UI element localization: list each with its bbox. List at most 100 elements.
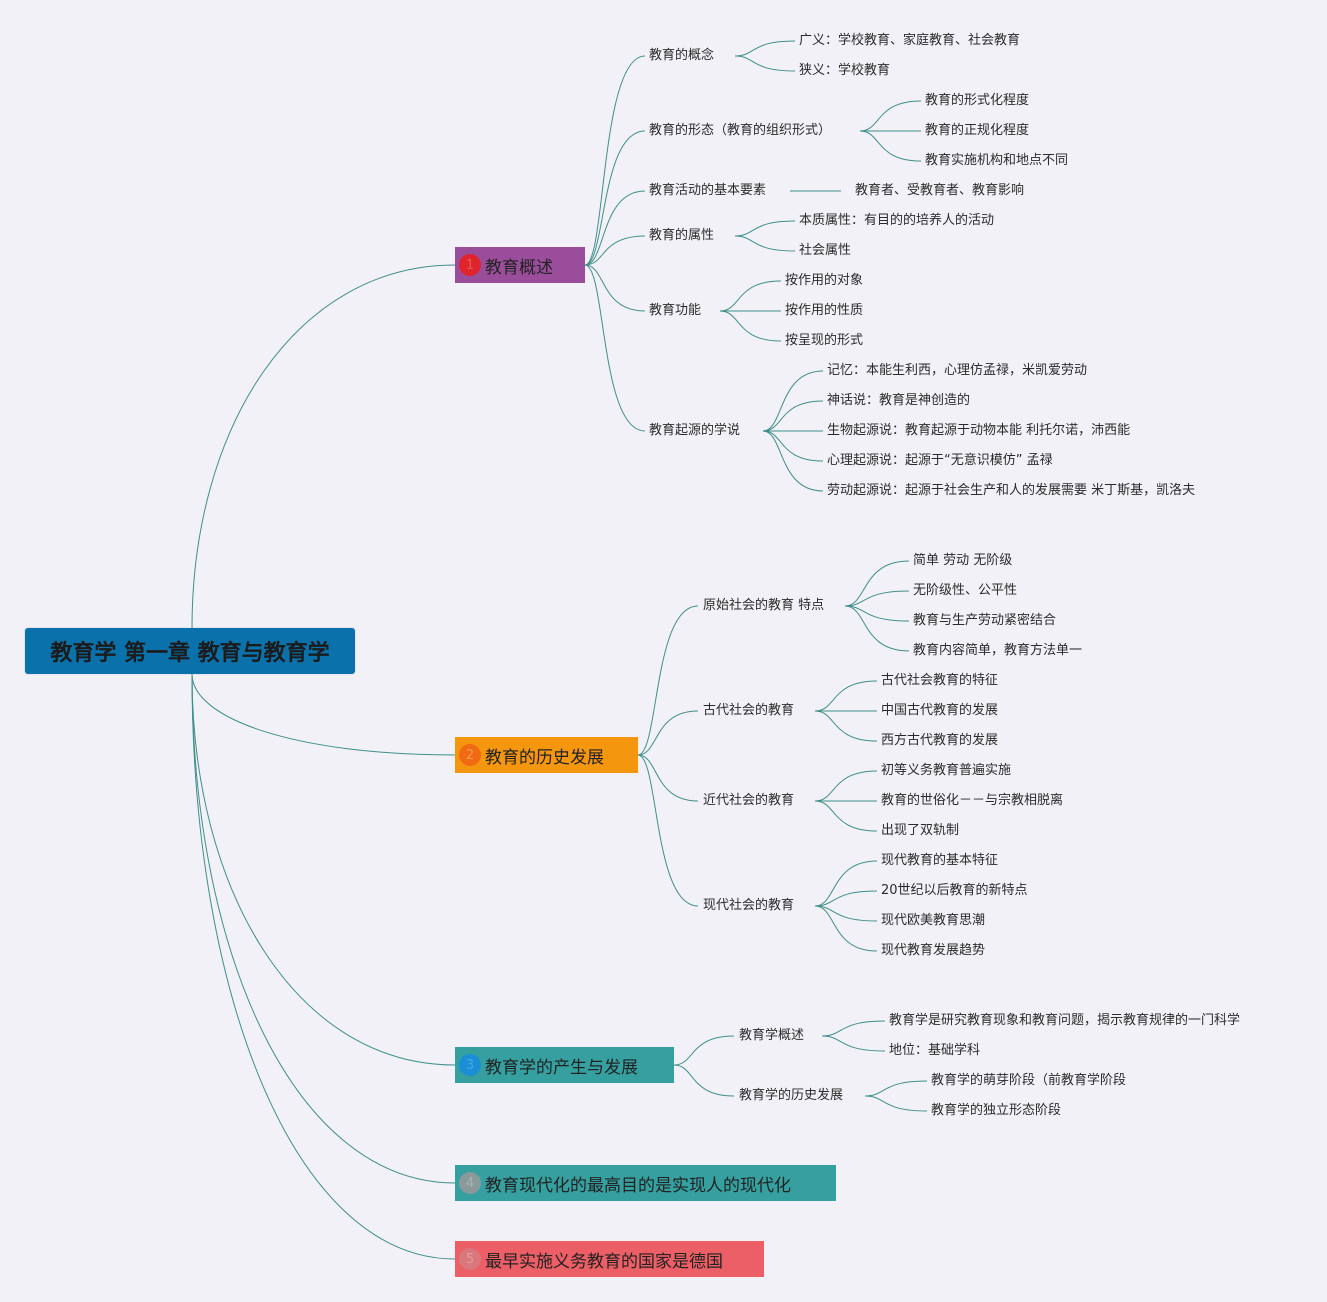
connector-line (673, 1064, 735, 1097)
connector-line (734, 235, 796, 252)
branch-topic-4[interactable]: 4 教育现代化的最高目的是实现人的现代化 (455, 1165, 836, 1201)
connector-line (584, 55, 646, 266)
connector-line (191, 264, 456, 629)
leaf-topic[interactable]: 教育实施机构和地点不同 (925, 153, 1069, 168)
leaf-topic[interactable]: 20世纪以后教育的新特点 (881, 883, 1028, 898)
connector-line (864, 1095, 928, 1112)
leaf-topic[interactable]: 教育的世俗化－－与宗教相脱离 (881, 793, 1064, 808)
subtopic[interactable]: 教育起源的学说 (649, 423, 741, 438)
leaf-topic[interactable]: 心理起源说：起源于“无意识模仿” 孟禄 (827, 453, 1053, 468)
connector-line (734, 220, 796, 237)
connector-line (762, 430, 824, 462)
leaf-topic[interactable]: 西方古代教育的发展 (881, 733, 999, 748)
leaf-topic[interactable]: 现代教育的基本特征 (881, 853, 999, 868)
leaf-topic[interactable]: 古代社会教育的特征 (881, 673, 999, 688)
leaf-topic[interactable]: 按作用的对象 (785, 273, 864, 288)
root-topic-label: 教育学 第一章 教育与教育学 (50, 641, 330, 666)
connector-line (673, 1035, 735, 1066)
leaf-topic[interactable]: 劳动起源说：起源于社会生产和人的发展需要 米丁斯基，凯洛夫 (827, 483, 1196, 498)
connector-line (762, 400, 824, 432)
branch-label: 教育学的产生与发展 (485, 1057, 638, 1078)
connector-line (814, 905, 878, 952)
root-topic[interactable]: 教育学 第一章 教育与教育学 (25, 628, 355, 674)
subtopic[interactable]: 现代社会的教育 (703, 898, 795, 913)
connector-line (859, 100, 922, 132)
leaf-topic[interactable]: 教育学是研究教育现象和教育问题，揭示教育规律的一门科学 (889, 1013, 1241, 1028)
leaf-topic[interactable]: 中国古代教育的发展 (881, 703, 999, 718)
connector-line (637, 605, 699, 756)
leaf-topic[interactable]: 现代教育发展趋势 (881, 943, 986, 958)
leaf-topic[interactable]: 简单 劳动 无阶级 (913, 553, 1013, 568)
connector-line (814, 710, 878, 742)
subtopic[interactable]: 教育学的历史发展 (739, 1088, 844, 1103)
leaf-topic[interactable]: 记忆：本能生利西，心理仿孟禄，米凯爱劳动 (827, 363, 1088, 378)
subtopic[interactable]: 教育学概述 (739, 1028, 805, 1043)
subtopic[interactable]: 近代社会的教育 (703, 793, 795, 808)
connector-line (821, 1035, 886, 1052)
leaf-topic[interactable]: 出现了双轨制 (881, 823, 960, 838)
branch-topic-1[interactable]: 1 教育概述 (455, 247, 585, 283)
leaf-topic[interactable]: 神话说：教育是神创造的 (827, 393, 971, 408)
connector-line (762, 370, 824, 432)
branch-label: 教育的历史发展 (485, 747, 604, 768)
connector-line (814, 860, 878, 907)
leaf-topic[interactable]: 教育内容简单，教育方法单一 (913, 643, 1083, 658)
leaf-topic[interactable]: 教育学的萌芽阶段（前教育学阶段 (931, 1073, 1127, 1088)
connector-line (821, 1020, 886, 1037)
connector-line (719, 310, 782, 342)
leaf-topic[interactable]: 地位：基础学科 (889, 1043, 981, 1058)
leaf-topic[interactable]: 广义：学校教育、家庭教育、社会教育 (799, 33, 1021, 48)
number-badge: 5 (459, 1248, 481, 1270)
subtopic[interactable]: 教育的形态（教育的组织形式） (649, 123, 832, 138)
connector-line (719, 280, 782, 312)
connector-line (844, 605, 910, 622)
connector-line (191, 673, 456, 1066)
leaf-topic[interactable]: 教育与生产劳动紧密结合 (913, 613, 1057, 628)
leaf-topic[interactable]: 社会属性 (799, 243, 852, 258)
connector-line (191, 673, 456, 756)
leaf-topic[interactable]: 按作用的性质 (785, 303, 864, 318)
connector-line (734, 40, 796, 57)
branch-label: 最早实施义务教育的国家是德国 (485, 1251, 723, 1272)
branch-topic-2[interactable]: 2 教育的历史发展 (455, 737, 638, 773)
subtopic[interactable]: 原始社会的教育 特点 (703, 598, 825, 613)
leaf-topic[interactable]: 教育学的独立形态阶段 (931, 1103, 1062, 1118)
leaf-topic[interactable]: 教育的形式化程度 (925, 93, 1030, 108)
connector-line (814, 680, 878, 712)
number-badge: 1 (459, 254, 481, 276)
leaf-topic[interactable]: 狭义：学校教育 (799, 63, 891, 78)
connector-line (859, 130, 922, 162)
subtopic[interactable]: 教育活动的基本要素 (649, 183, 767, 198)
leaf-topic[interactable]: 生物起源说：教育起源于动物本能 利托尔诺，沛西能 (827, 423, 1131, 438)
connector-line (844, 605, 910, 652)
connector-line (191, 673, 456, 1260)
subtopic[interactable]: 教育的属性 (649, 228, 715, 243)
leaf-topic[interactable]: 教育的正规化程度 (925, 123, 1030, 138)
branch-topic-3[interactable]: 3 教育学的产生与发展 (455, 1047, 674, 1083)
leaf-topic[interactable]: 按呈现的形式 (785, 333, 864, 348)
connector-line (844, 590, 910, 607)
connector-line (584, 190, 646, 266)
connector-line (637, 710, 699, 756)
leaf-topic[interactable]: 初等义务教育普遍实施 (881, 763, 1012, 778)
subtopic[interactable]: 教育的概念 (649, 48, 715, 63)
leaf-topic[interactable]: 现代欧美教育思潮 (881, 913, 986, 928)
connector-line (814, 770, 878, 802)
connector-line (814, 890, 878, 907)
leaf-topic[interactable]: 本质属性：有目的的培养人的活动 (799, 213, 995, 228)
number-badge: 4 (459, 1172, 481, 1194)
branch-label: 教育现代化的最高目的是实现人的现代化 (485, 1175, 791, 1196)
leaf-topic[interactable]: 无阶级性、公平性 (913, 583, 1018, 598)
connector-line (584, 264, 646, 432)
branch-topic-5[interactable]: 5 最早实施义务教育的国家是德国 (455, 1241, 764, 1277)
subtopic[interactable]: 古代社会的教育 (703, 703, 795, 718)
number-badge: 2 (459, 744, 481, 766)
connector-line (584, 264, 646, 312)
connector-line (637, 754, 699, 802)
leaf-topic[interactable]: 教育者、受教育者、教育影响 (855, 183, 1025, 198)
connector-line (637, 754, 699, 907)
connector-line (864, 1080, 928, 1097)
connector-line (584, 235, 646, 266)
connector-line (762, 430, 824, 492)
subtopic[interactable]: 教育功能 (649, 303, 702, 318)
